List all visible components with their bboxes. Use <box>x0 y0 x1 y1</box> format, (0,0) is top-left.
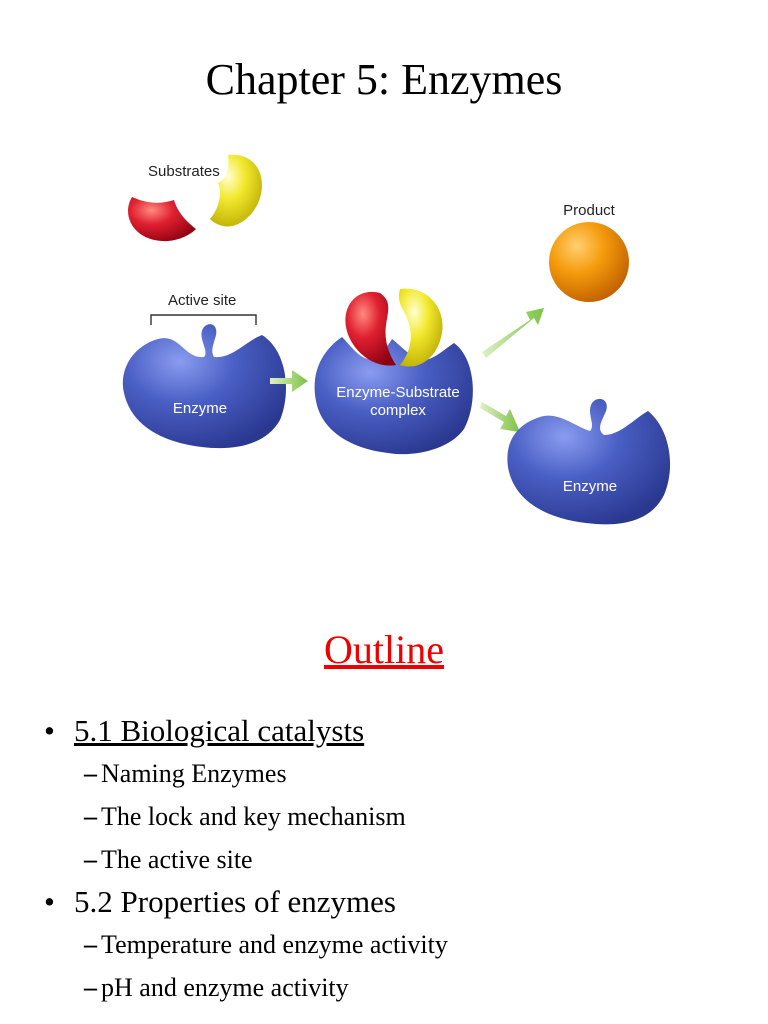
outline-item-text: The active site <box>101 845 253 874</box>
arrow-to-complex <box>270 370 308 392</box>
outline-section-2: • 5.2 Properties of enzymes <box>44 881 744 923</box>
outline-item-text: Naming Enzymes <box>101 759 287 788</box>
enzyme-start: Active site Enzyme <box>122 292 286 449</box>
outline-section-1: • 5.1 Biological catalysts <box>44 710 744 752</box>
active-site-label: Active site <box>168 292 236 309</box>
dash-marker: – <box>84 759 97 788</box>
outline-item-text: pH and enzyme activity <box>101 973 349 1002</box>
complex-yellow-substrate <box>398 288 443 367</box>
enzyme-substrate-complex: Enzyme-Substrate complex <box>314 288 473 455</box>
arrow-to-enzyme <box>480 402 520 432</box>
outline-item: –Temperature and enzyme activity <box>44 923 744 966</box>
outline-item: –The lock and key mechanism <box>44 795 744 838</box>
complex-enzyme-shape <box>314 337 473 455</box>
enzyme-end: Enzyme <box>507 398 671 525</box>
outline-list: •5.1 Biological catalysts –Naming Enzyme… <box>44 710 744 1009</box>
outline-item: –Naming Enzymes <box>44 752 744 795</box>
complex-label-line1: Enzyme-Substrate <box>336 384 459 401</box>
enzyme-reaction-diagram: Substrates Active site Enzyme Enzyme-Sub… <box>122 154 671 525</box>
outline-item: –The active site <box>44 838 744 881</box>
outline-heading: Outline <box>324 627 444 672</box>
enzyme-shape <box>122 324 286 449</box>
arrow-to-product <box>482 308 544 358</box>
substrates-label: Substrates <box>148 163 220 180</box>
outline-item: –pH and enzyme activity <box>44 966 744 1009</box>
complex-label-line2: complex <box>370 402 426 419</box>
dash-marker: – <box>84 845 97 874</box>
outline-item-text: The lock and key mechanism <box>101 802 406 831</box>
dash-marker: – <box>84 930 97 959</box>
dash-marker: – <box>84 973 97 1002</box>
section-label: 5.1 Biological catalysts <box>74 713 365 748</box>
section-label: 5.2 Properties of enzymes <box>74 884 396 919</box>
outline-item-text: Temperature and enzyme activity <box>101 930 448 959</box>
product-group: Product <box>549 202 629 302</box>
yellow-substrate <box>210 154 262 227</box>
enzyme-after-label: Enzyme <box>563 478 617 495</box>
red-substrate <box>128 197 196 242</box>
bullet-point: • <box>44 713 55 748</box>
enzyme-after-shape <box>507 398 671 525</box>
substrates-group: Substrates <box>128 154 262 242</box>
product-label: Product <box>563 202 616 219</box>
bullet-point: • <box>44 884 55 919</box>
dash-marker: – <box>84 802 97 831</box>
product-sphere <box>549 222 629 302</box>
enzyme-label: Enzyme <box>173 400 227 417</box>
active-site-bracket <box>150 314 257 325</box>
complex-red-substrate <box>345 291 396 366</box>
page-title: Chapter 5: Enzymes <box>205 55 563 104</box>
